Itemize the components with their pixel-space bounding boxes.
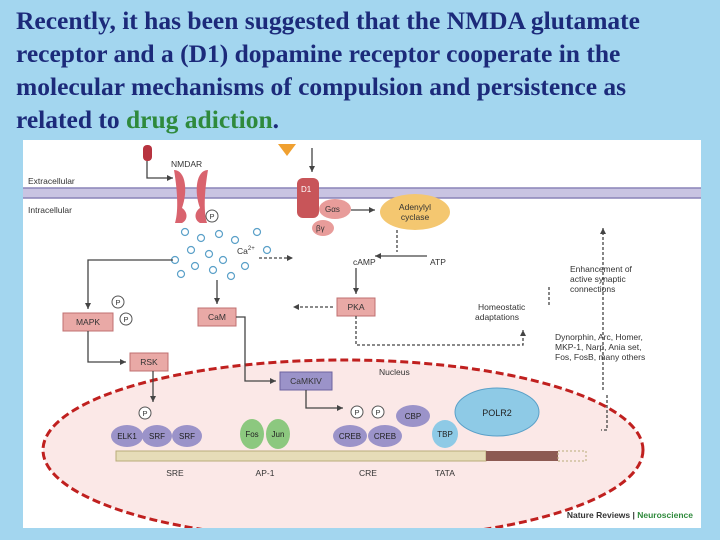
- phosphate-creb-1: P: [350, 405, 364, 419]
- svg-text:SRF: SRF: [179, 432, 195, 441]
- svg-text:P: P: [375, 408, 380, 417]
- beta-gamma-subunit: [312, 220, 334, 236]
- genes-label-1: Dynorphin, Arc, Homer,: [555, 332, 643, 342]
- svg-text:CBP: CBP: [405, 412, 421, 421]
- dopamine-ligand-icon: [278, 144, 296, 156]
- nmdar-receptor-icon: [174, 170, 208, 223]
- svg-text:ELK1: ELK1: [117, 432, 137, 441]
- adenylyl-cyclase: [380, 194, 450, 230]
- svg-text:Jun: Jun: [272, 430, 285, 439]
- sre-element-label: SRE: [166, 468, 184, 478]
- pka-box: PKA: [336, 297, 376, 317]
- extracellular-label: Extracellular: [28, 176, 75, 186]
- phosphate-mapk-2: P: [119, 312, 133, 326]
- ap1-element-label: AP-1: [256, 468, 275, 478]
- phosphate-creb-2: P: [371, 405, 385, 419]
- svg-text:POLR2: POLR2: [482, 408, 512, 418]
- rsk-box: RSK: [129, 352, 169, 372]
- adenylyl-cyclase-label-2: cyclase: [401, 212, 430, 222]
- genes-label-2: MKP-1, Narp, Ania set,: [555, 342, 641, 352]
- camp-label: cAMP: [353, 257, 376, 267]
- svg-text:RSK: RSK: [140, 357, 158, 367]
- svg-text:CaM: CaM: [208, 312, 226, 322]
- figure-credit: Nature Reviews | Neuroscience: [567, 510, 693, 520]
- signaling-diagram: Extracellular Intracellular Nucleus NMDA…: [23, 140, 701, 528]
- creb-protein-1: CREB: [333, 425, 367, 447]
- svg-text:P: P: [209, 212, 214, 221]
- intracellular-label: Intracellular: [28, 205, 72, 215]
- elk1-protein: ELK1: [111, 425, 143, 447]
- calcium-ions: [170, 227, 272, 281]
- creb-protein-2: CREB: [368, 425, 402, 447]
- slide-title: Recently, it has been suggested that the…: [16, 4, 706, 136]
- mapk-box: MAPK: [62, 312, 114, 332]
- svg-text:MAPK: MAPK: [76, 317, 100, 327]
- tata-element-label: TATA: [435, 468, 455, 478]
- enhancement-label-2: active synaptic: [570, 274, 626, 284]
- d1-label: D1: [301, 185, 312, 194]
- cbp-protein: CBP: [396, 405, 430, 427]
- srf-protein-2: SRF: [172, 425, 202, 447]
- phosphate-mapk-1: P: [111, 295, 125, 309]
- cam-box: CaM: [197, 307, 237, 327]
- dna-strand: [115, 450, 587, 462]
- enhancement-label-1: Enhancement of: [570, 264, 633, 274]
- cell-membrane: [23, 188, 701, 198]
- genes-label-3: Fos, FosB, many others: [555, 352, 645, 362]
- phosphate-elk1: P: [138, 406, 152, 420]
- svg-text:P: P: [142, 409, 147, 418]
- atp-label: ATP: [430, 257, 446, 267]
- homeostatic-label-2: adaptations: [475, 312, 519, 322]
- title-end-text: .: [272, 105, 280, 134]
- svg-text:CREB: CREB: [339, 432, 361, 441]
- svg-text:CREB: CREB: [374, 432, 396, 441]
- svg-text:P: P: [115, 298, 120, 307]
- title-highlight-text: drug adiction: [126, 105, 273, 134]
- phosphate-nmdar: P: [205, 209, 219, 223]
- beta-gamma-label: βγ: [316, 224, 325, 233]
- nucleus-label: Nucleus: [379, 367, 410, 377]
- svg-text:SRF: SRF: [149, 432, 165, 441]
- d1-receptor: [297, 178, 319, 218]
- g-alpha-s-label: Gαs: [325, 205, 340, 214]
- homeostatic-label-1: Homeostatic: [478, 302, 526, 312]
- adenylyl-cyclase-label-1: Adenylyl: [399, 202, 431, 212]
- svg-text:TBP: TBP: [437, 430, 453, 439]
- svg-text:CaMKIV: CaMKIV: [290, 376, 322, 386]
- srf-protein-1: SRF: [142, 425, 172, 447]
- tbp-protein: TBP: [432, 420, 458, 448]
- enhancement-label-3: connections: [570, 284, 615, 294]
- glutamate-ligand-icon: [143, 145, 152, 161]
- svg-text:P: P: [123, 315, 128, 324]
- polr2-protein: POLR2: [454, 387, 540, 437]
- svg-text:P: P: [354, 408, 359, 417]
- g-alpha-s-subunit: [319, 199, 351, 219]
- cre-element-label: CRE: [359, 468, 377, 478]
- nmdar-label: NMDAR: [171, 159, 202, 169]
- jun-protein: Jun: [266, 419, 290, 449]
- calcium-label: Ca2+: [237, 246, 255, 256]
- fos-protein: Fos: [240, 419, 264, 449]
- title-main-text: Recently, it has been suggested that the…: [16, 6, 640, 134]
- svg-text:Fos: Fos: [245, 430, 258, 439]
- signal-arrows: [85, 148, 608, 431]
- camkiv-box: CaMKIV: [279, 371, 333, 391]
- svg-text:PKA: PKA: [347, 302, 364, 312]
